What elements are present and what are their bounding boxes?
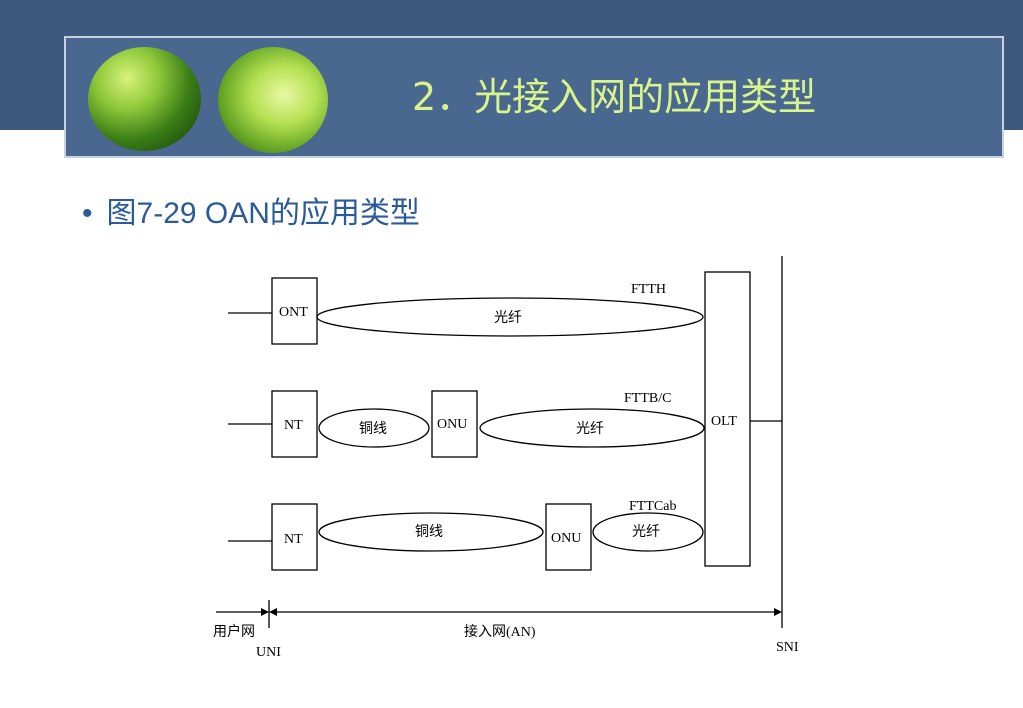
ont-box <box>271 277 318 345</box>
onu-label-1: ONU <box>437 417 467 432</box>
onu-label-2: ONU <box>551 531 581 546</box>
page-title: 2．光接入网的应用类型 <box>412 75 817 119</box>
olt-box <box>704 271 751 567</box>
fiber-ellipse-2 <box>479 408 705 448</box>
ont-label: ONT <box>279 305 308 320</box>
uni-label: UNI <box>256 645 281 660</box>
copper-label-1: 铜线 <box>359 421 387 437</box>
access-network-label: 接入网(AN) <box>464 623 536 640</box>
bullet-dot: • <box>82 197 93 230</box>
copper-label-2: 铜线 <box>415 524 443 540</box>
olt-label: OLT <box>711 414 737 429</box>
service-label-ftth: FTTH <box>631 282 666 297</box>
fiber-ellipse-1 <box>316 297 704 337</box>
fiber-label-1: 光纤 <box>494 310 522 326</box>
copper-ellipse-1 <box>318 408 430 448</box>
onu-box-2 <box>545 503 592 571</box>
leaf-image-left <box>88 47 201 151</box>
nt-box-2 <box>271 503 318 571</box>
fiber-ellipse-3 <box>592 512 704 552</box>
nt-label-1: NT <box>284 418 303 433</box>
copper-ellipse-2 <box>318 512 544 552</box>
fiber-label-3: 光纤 <box>632 524 660 540</box>
sni-label: SNI <box>776 640 799 655</box>
leaf-image-right <box>218 47 328 153</box>
nt-box-1 <box>271 390 318 458</box>
bullet-text: 图7-29 OAN的应用类型 <box>106 197 420 230</box>
bullet-item: • 图7-29 OAN的应用类型 <box>82 188 420 232</box>
onu-box-1 <box>431 390 478 458</box>
nt-label-2: NT <box>284 532 303 547</box>
fiber-label-2: 光纤 <box>576 421 604 437</box>
service-label-fttbc: FTTB/C <box>624 391 671 406</box>
service-label-fttcab: FTTCab <box>629 499 676 514</box>
user-network-label: 用户网 <box>213 623 255 640</box>
